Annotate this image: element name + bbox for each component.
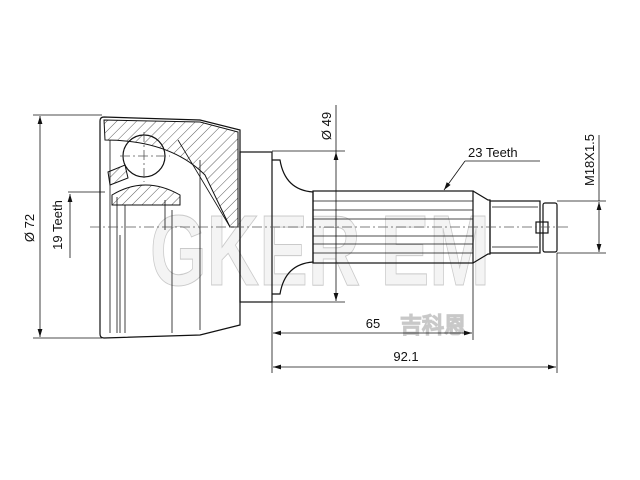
dimension-outer-spline: 23 Teeth bbox=[443, 145, 540, 191]
outer-spline-label: 23 Teeth bbox=[468, 145, 518, 160]
dimension-total-length: 92.1 bbox=[273, 253, 558, 373]
spline-length-label: 65 bbox=[366, 316, 380, 331]
watermark-logo: GKER EM 吉科恩 bbox=[150, 195, 491, 339]
watermark-chinese: 吉科恩 bbox=[400, 313, 466, 338]
dimension-thread: M18X1.5 bbox=[557, 134, 606, 254]
inner-spline-label: 19 Teeth bbox=[50, 200, 65, 250]
outer-diameter-label: Ø 72 bbox=[22, 214, 37, 242]
dimension-outer-diameter: Ø 72 bbox=[22, 114, 102, 339]
seal-diameter-label: Ø 49 bbox=[319, 112, 334, 140]
dimension-spline-length: 65 bbox=[271, 263, 474, 373]
watermark-latin: GKER EM bbox=[150, 195, 490, 307]
dimension-seal-diameter: Ø 49 bbox=[272, 105, 345, 303]
dimension-inner-spline: 19 Teeth bbox=[50, 191, 105, 258]
total-length-label: 92.1 bbox=[393, 349, 418, 364]
thread-label: M18X1.5 bbox=[582, 134, 597, 186]
outer-housing bbox=[99, 116, 241, 339]
